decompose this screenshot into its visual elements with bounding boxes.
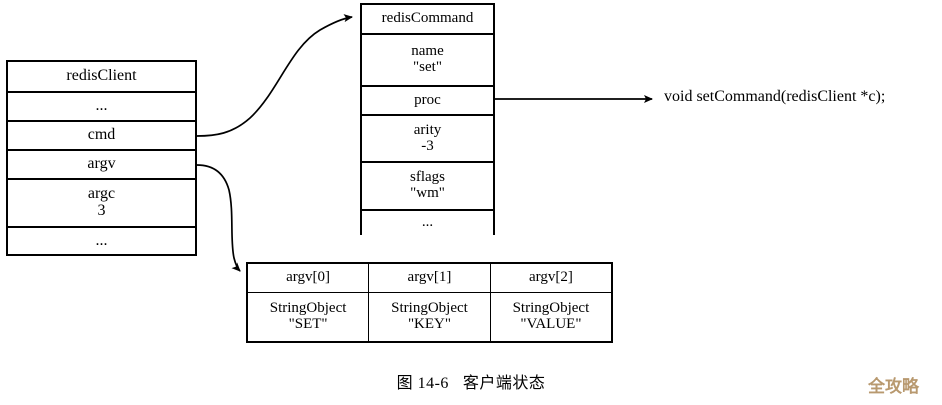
redis-client-argc-value: 3: [97, 202, 106, 219]
redis-command-row-title: redisCommand: [362, 5, 493, 35]
redis-command-name-value: "set": [413, 59, 442, 75]
redis-command-arity-label: arity: [413, 121, 442, 138]
argv-table-body-cell-2: StringObject "VALUE": [489, 292, 613, 343]
redis-command-row-arity: arity -3: [362, 116, 493, 163]
redis-command-sflags-label: sflags: [410, 169, 445, 186]
redis-client-row-cmd: cmd: [8, 122, 195, 151]
redis-client-ellipsis-bottom-label: ...: [95, 231, 108, 249]
argv-table-body-cell-0: StringObject "SET": [246, 292, 370, 343]
redis-command-title: redisCommand: [381, 10, 474, 27]
argv-cell-value-1: "KEY": [407, 316, 452, 332]
redis-command-name-label: name: [411, 43, 444, 60]
redis-client-row-argc: argc 3: [8, 180, 195, 228]
argv-header-label-0: argv[0]: [286, 269, 331, 286]
figure-caption-title: 客户端状态: [462, 375, 546, 392]
edge-cmd-to-rediscommand: [196, 14, 353, 137]
argv-table-header-cell-0: argv[0]: [246, 262, 370, 293]
argv-cell-type-1: StringObject: [391, 300, 468, 317]
argv-array-table: argv[0] argv[1] argv[2] StringObject "SE…: [246, 262, 613, 343]
proc-function-signature: void setCommand(redisClient *c);: [664, 88, 886, 105]
redis-command-row-proc: proc: [362, 87, 493, 116]
redis-client-argc-label: argc: [87, 185, 116, 203]
redis-client-struct: redisClient ... cmd argv argc 3 ...: [6, 60, 197, 256]
argv-cell-type-0: StringObject: [269, 300, 347, 317]
redis-client-title: redisClient: [66, 67, 137, 85]
argv-cell-type-2: StringObject: [512, 300, 590, 317]
redis-client-row-ellipsis-top: ...: [8, 93, 195, 122]
redis-client-cmd-label: cmd: [87, 126, 116, 144]
argv-table-header-row: argv[0] argv[1] argv[2]: [246, 262, 613, 293]
redis-command-proc-label: proc: [414, 91, 441, 108]
redis-client-row-title: redisClient: [8, 62, 195, 93]
redis-command-row-ellipsis: ...: [362, 211, 493, 235]
argv-table-header-cell-1: argv[1]: [368, 262, 491, 293]
redis-client-row-argv: argv: [8, 151, 195, 180]
redis-client-argv-label: argv: [87, 155, 116, 173]
argv-cell-value-2: "VALUE": [520, 316, 582, 332]
redis-command-ellipsis-label: ...: [421, 214, 434, 231]
redis-client-ellipsis-top-label: ...: [95, 97, 108, 115]
argv-header-label-2: argv[2]: [528, 269, 573, 286]
redis-command-row-name: name "set": [362, 35, 493, 87]
argv-table-body-cell-1: StringObject "KEY": [368, 292, 491, 343]
edge-argv-to-argv-table: [196, 164, 241, 272]
redis-command-sflags-value: "wm": [410, 185, 445, 201]
figure-caption-number: 图 14-6: [396, 375, 449, 392]
watermark-logo: 全攻略: [868, 377, 919, 397]
figure-caption: 图 14-6 客户端状态: [0, 369, 942, 393]
argv-header-label-1: argv[1]: [407, 269, 452, 286]
redis-command-struct: redisCommand name "set" proc arity -3 sf…: [360, 3, 495, 235]
redis-command-arity-value: -3: [421, 137, 434, 154]
redis-command-row-sflags: sflags "wm": [362, 163, 493, 211]
redis-client-row-ellipsis-bottom: ...: [8, 228, 195, 254]
argv-cell-value-0: "SET": [288, 316, 328, 332]
argv-table-header-cell-2: argv[2]: [489, 262, 613, 293]
argv-table-body-row: StringObject "SET" StringObject "KEY" St…: [246, 292, 613, 343]
